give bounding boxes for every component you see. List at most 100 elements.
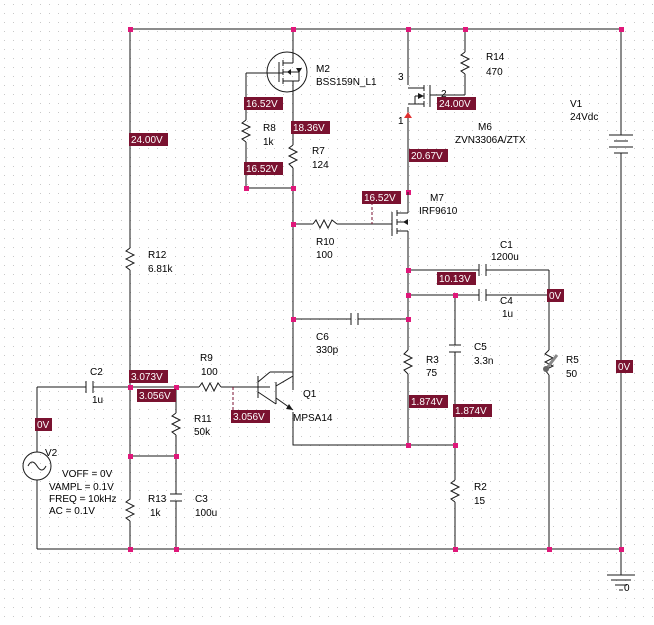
c4-symbol bbox=[478, 289, 487, 301]
c6-ref: C6 bbox=[316, 332, 329, 343]
svg-text:24.00V: 24.00V bbox=[439, 99, 471, 110]
v1-battery-symbol bbox=[609, 134, 633, 156]
r12-ref: R12 bbox=[148, 250, 167, 261]
component-labels: M2 BSS159N_L1 R14 470 3 2 1 M6 ZVN3306A/… bbox=[45, 52, 630, 594]
svg-text:1.874V: 1.874V bbox=[455, 406, 487, 417]
svg-text:0V: 0V bbox=[37, 420, 50, 431]
voltage-tag-rail-left: 24.00V bbox=[129, 133, 168, 146]
svg-text:16.52V: 16.52V bbox=[364, 193, 396, 204]
resistor-symbols bbox=[124, 51, 555, 522]
c1-ref: C1 bbox=[500, 240, 513, 251]
voltage-tag-m6-drain: 20.67V bbox=[409, 149, 448, 162]
r12-value: 6.81k bbox=[148, 264, 173, 275]
v2-voff: VOFF = 0V bbox=[62, 469, 113, 480]
c4-value: 1u bbox=[502, 309, 513, 320]
r11-value: 50k bbox=[194, 427, 211, 438]
q1-transistor-symbol bbox=[257, 371, 294, 411]
m6-model: ZVN3306A/ZTX bbox=[455, 135, 526, 146]
r13-value: 1k bbox=[150, 508, 162, 519]
r14-ref: R14 bbox=[486, 52, 505, 63]
r5-ref: R5 bbox=[566, 355, 579, 366]
m6-mosfet-symbol bbox=[404, 85, 431, 118]
m2-ref: M2 bbox=[316, 64, 330, 75]
c3-symbol bbox=[170, 493, 182, 502]
q1-model: MPSA14 bbox=[293, 413, 333, 424]
svg-text:1.874V: 1.874V bbox=[411, 397, 443, 408]
svg-text:3.056V: 3.056V bbox=[139, 391, 171, 402]
voltage-tag-r8-bottom: 16.52V bbox=[244, 162, 283, 175]
r9-ref: R9 bbox=[200, 353, 213, 364]
r10-symbol bbox=[312, 218, 338, 230]
m6-pin2: 2 bbox=[441, 89, 447, 100]
m7-mosfet-symbol bbox=[391, 192, 409, 240]
ground-label: 0 bbox=[624, 583, 630, 594]
m6-pin3: 3 bbox=[398, 72, 404, 83]
m6-ref: M6 bbox=[478, 122, 492, 133]
r13-ref: R13 bbox=[148, 494, 167, 505]
v2-ref: V2 bbox=[45, 448, 58, 459]
voltage-tag-bias-top: 3.073V bbox=[129, 370, 168, 383]
r7-ref: R7 bbox=[312, 146, 325, 157]
m7-model: IRF9610 bbox=[419, 206, 458, 217]
svg-text:0V: 0V bbox=[618, 362, 631, 373]
r5-value: 50 bbox=[566, 369, 578, 380]
r7-symbol bbox=[287, 144, 299, 169]
c6-symbol bbox=[350, 313, 359, 325]
svg-text:3.073V: 3.073V bbox=[131, 372, 163, 383]
v1-ref: V1 bbox=[570, 99, 583, 110]
r2-symbol bbox=[449, 479, 461, 503]
svg-text:0V: 0V bbox=[549, 291, 562, 302]
r10-ref: R10 bbox=[316, 237, 335, 248]
ground-symbol bbox=[607, 574, 635, 591]
v2-ac: AC = 0.1V bbox=[49, 506, 95, 517]
svg-text:10.13V: 10.13V bbox=[439, 274, 471, 285]
voltage-tag-m2-source: 18.36V bbox=[291, 121, 330, 134]
r11-symbol bbox=[170, 412, 182, 436]
r2-ref: R2 bbox=[474, 482, 487, 493]
voltage-tag-m2-gate: 16.52V bbox=[244, 97, 283, 110]
r8-symbol bbox=[240, 119, 252, 143]
voltage-tag-q1-base: 3.056V bbox=[231, 410, 270, 423]
c5-ref: C5 bbox=[474, 342, 487, 353]
r14-symbol bbox=[459, 51, 471, 75]
r11-ref: R11 bbox=[194, 414, 212, 425]
c3-ref: C3 bbox=[195, 494, 208, 505]
r9-value: 100 bbox=[201, 367, 218, 378]
r8-ref: R8 bbox=[263, 123, 276, 134]
m7-ref: M7 bbox=[430, 193, 444, 204]
c1-symbol bbox=[478, 264, 487, 276]
voltage-tags: 16.52V 18.36V 16.52V 24.00V 24.00V 20.67… bbox=[35, 97, 633, 431]
r3-ref: R3 bbox=[426, 355, 439, 366]
v2-vampl: VAMPL = 0.1V bbox=[49, 482, 114, 493]
svg-text:24.00V: 24.00V bbox=[131, 135, 163, 146]
c5-symbol bbox=[449, 344, 461, 353]
voltage-tag-c5-bottom: 1.874V bbox=[453, 404, 492, 417]
c2-ref: C2 bbox=[90, 367, 103, 378]
r12-symbol bbox=[124, 247, 136, 271]
r8-value: 1k bbox=[263, 137, 275, 148]
r2-value: 15 bbox=[474, 496, 486, 507]
svg-text:16.52V: 16.52V bbox=[246, 99, 278, 110]
r13-symbol bbox=[124, 498, 136, 522]
svg-text:16.52V: 16.52V bbox=[246, 164, 278, 175]
voltage-tag-r3-bottom: 1.874V bbox=[409, 395, 448, 408]
c5-value: 3.3n bbox=[474, 356, 493, 367]
voltage-tag-v1-side: 0V bbox=[616, 360, 633, 373]
c6-value: 330p bbox=[316, 345, 339, 356]
c4-ref: C4 bbox=[500, 296, 513, 307]
voltage-tag-m7-gate: 16.52V bbox=[362, 191, 401, 204]
v1-value: 24Vdc bbox=[570, 112, 598, 123]
r14-value: 470 bbox=[486, 67, 503, 78]
capacitor-symbols bbox=[85, 264, 487, 502]
svg-text:18.36V: 18.36V bbox=[293, 123, 325, 134]
r10-value: 100 bbox=[316, 250, 333, 261]
voltage-tag-m6-source: 24.00V bbox=[437, 97, 476, 110]
m2-model: BSS159N_L1 bbox=[316, 77, 377, 88]
r3-value: 75 bbox=[426, 368, 438, 379]
voltage-tag-c1-left: 10.13V bbox=[437, 272, 476, 285]
q1-ref: Q1 bbox=[303, 389, 317, 400]
m6-pin1: 1 bbox=[398, 116, 404, 127]
